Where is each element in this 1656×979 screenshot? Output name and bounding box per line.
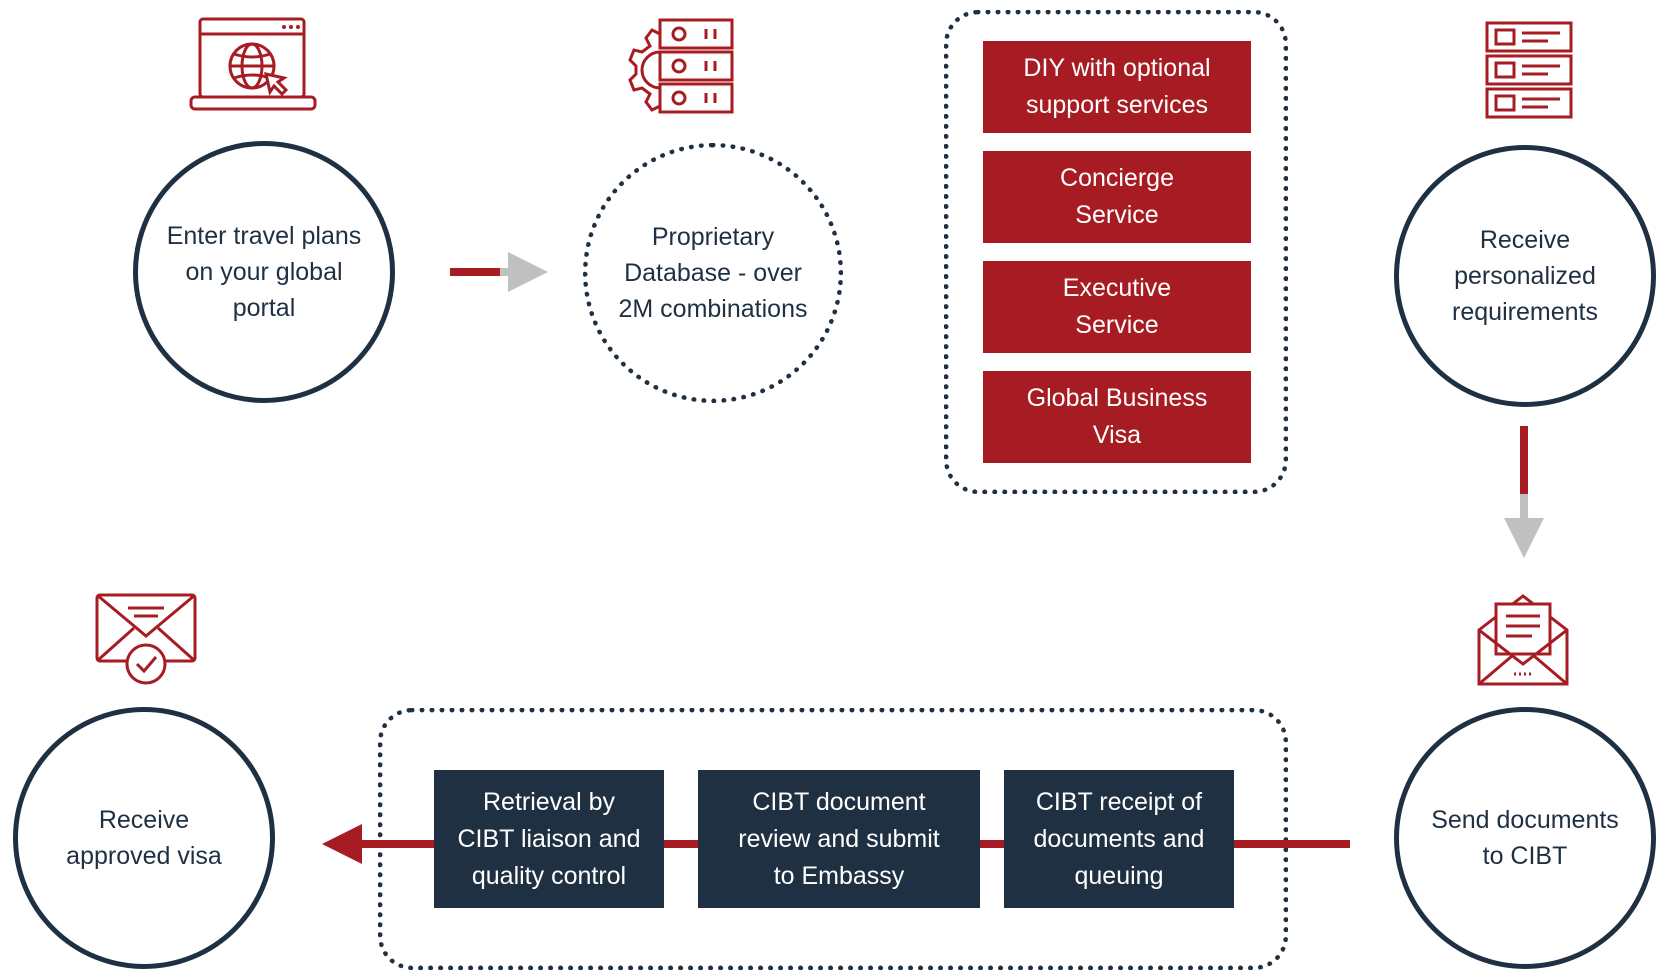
service-option-concierge: Concierge Service [983, 151, 1251, 243]
process-step-receipt: CIBT receipt of documents and queuing [1004, 770, 1234, 908]
step-receive-requirements-label: Receive personalized requirements [1452, 226, 1598, 326]
step-send-documents-label: Send documents to CIBT [1431, 806, 1619, 870]
browser-globe-icon [189, 17, 317, 111]
service-option-global-business-visa: Global Business Visa [983, 371, 1251, 463]
step-proprietary-database-label: Proprietary Database - over 2M combinati… [618, 223, 808, 323]
step-send-documents: Send documents to CIBT [1394, 707, 1656, 969]
step-receive-requirements: Receive personalized requirements [1394, 145, 1656, 407]
server-gear-icon [628, 18, 734, 114]
service-option-diy: DIY with optional support services [983, 41, 1251, 133]
arrow-to-send-documents [1504, 426, 1544, 558]
step-enter-travel-plans: Enter travel plans on your global portal [133, 141, 395, 403]
process-steps-frame [378, 708, 1288, 970]
process-step-receipt-label: CIBT receipt of documents and queuing [1033, 787, 1205, 890]
service-option-concierge-label: Concierge Service [1060, 164, 1174, 229]
process-step-retrieval-label: Retrieval by CIBT liaison and quality co… [457, 787, 641, 890]
service-option-global-business-visa-label: Global Business Visa [1026, 384, 1208, 449]
service-option-diy-label: DIY with optional support services [1023, 54, 1211, 119]
process-step-review-label: CIBT document review and submit to Embas… [738, 787, 940, 890]
step-receive-approved-visa-label: Receive approved visa [66, 806, 222, 870]
arrow-to-database [450, 252, 548, 292]
document-list-icon [1485, 21, 1573, 119]
service-option-executive-label: Executive Service [1062, 274, 1172, 339]
open-envelope-icon [1477, 594, 1569, 686]
process-step-review: CIBT document review and submit to Embas… [698, 770, 980, 908]
envelope-check-icon [95, 593, 197, 685]
service-option-executive: Executive Service [983, 261, 1251, 353]
step-receive-approved-visa: Receive approved visa [13, 707, 275, 969]
step-enter-travel-plans-label: Enter travel plans on your global portal [166, 222, 362, 322]
service-options-frame [944, 10, 1288, 494]
process-step-retrieval: Retrieval by CIBT liaison and quality co… [434, 770, 664, 908]
step-proprietary-database: Proprietary Database - over 2M combinati… [583, 143, 843, 403]
